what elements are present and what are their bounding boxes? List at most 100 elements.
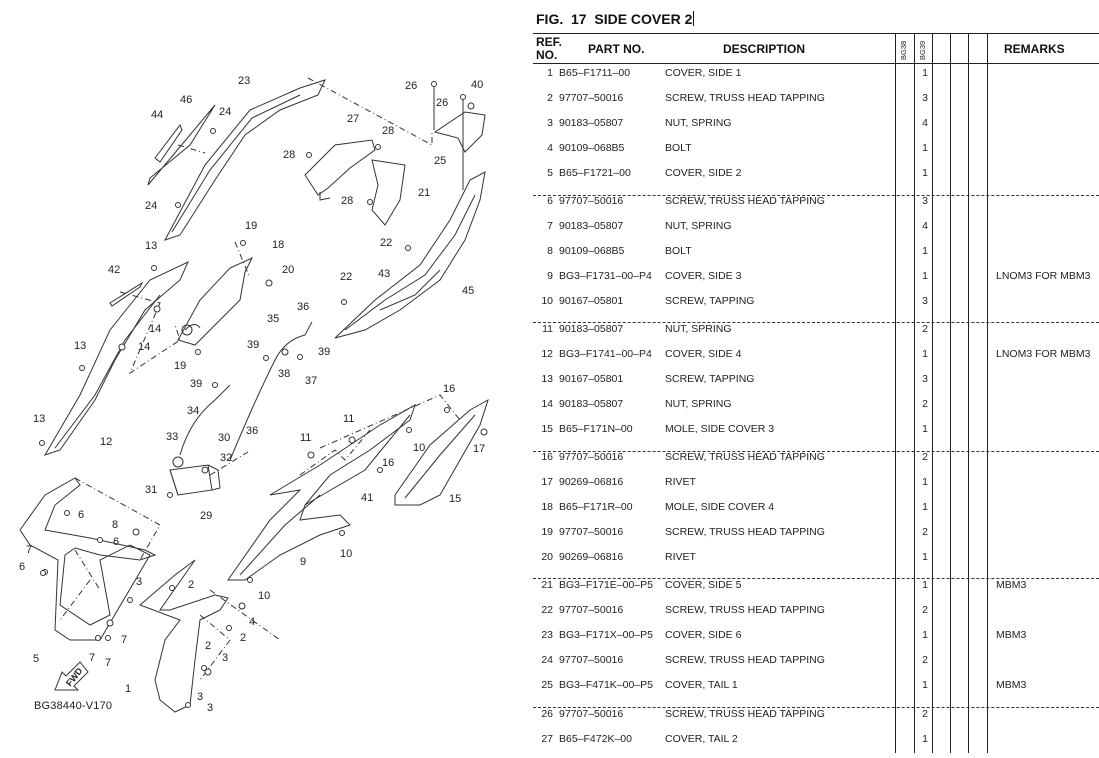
callout-label: 33 — [166, 431, 179, 443]
part-no-cell: 97707–50016 — [559, 451, 624, 463]
callout-label: 41 — [361, 492, 374, 504]
quantity-cell: 1 — [922, 348, 928, 360]
callout-label: 7 — [105, 657, 112, 669]
quantity-cell: 4 — [922, 220, 928, 232]
part-no-cell: B65–F1721–00 — [559, 167, 631, 179]
callout-label: 13 — [33, 413, 46, 425]
callout-label: 15 — [449, 493, 462, 505]
part-no-cell: BG3–F471K–00–P5 — [559, 679, 653, 691]
quantity-cell: 1 — [922, 551, 928, 563]
callout-label: 22 — [340, 271, 353, 283]
ref-no-cell: 9 — [547, 270, 553, 282]
callout-label: 2 — [188, 579, 195, 591]
callout-label: 2 — [240, 632, 247, 644]
description-cell: SCREW, TAPPING — [665, 373, 755, 385]
ref-no-cell: 20 — [541, 551, 553, 563]
fastener-marks — [39, 81, 488, 708]
ref-no-cell: 4 — [547, 142, 553, 154]
callout-label: 36 — [297, 301, 310, 313]
callout-label: 28 — [382, 125, 395, 137]
quantity-cell: 2 — [922, 451, 928, 463]
callout-label: 40 — [471, 79, 484, 91]
ref-no-cell: 10 — [541, 295, 553, 307]
callout-label: 29 — [200, 510, 213, 522]
part-molding-46 — [147, 104, 216, 186]
ref-no-cell: 15 — [541, 423, 553, 435]
diagram-drawing — [19, 77, 489, 713]
quantity-cell: 1 — [922, 167, 928, 179]
part-no-cell: 97707–50016 — [559, 526, 624, 538]
part-tail-cover-2 — [304, 139, 376, 196]
part-no-cell: 90109–068B5 — [559, 245, 625, 257]
description-cell: NUT, SPRING — [665, 117, 732, 129]
header-model-bg38: BG38 — [899, 40, 908, 60]
callout-label: 4 — [249, 616, 256, 628]
description-cell: COVER, SIDE 3 — [665, 270, 742, 282]
callout-label: 26 — [436, 97, 449, 109]
description-cell: SCREW, TRUSS HEAD TAPPING — [665, 526, 825, 538]
callout-label: 7 — [121, 634, 128, 646]
part-hose-34 — [179, 384, 231, 456]
callout-label: 25 — [434, 155, 447, 167]
callout-label: 7 — [26, 544, 33, 556]
part-no-cell: 97707–50016 — [559, 195, 624, 207]
description-cell: COVER, SIDE 5 — [665, 579, 742, 591]
ref-no-cell: 22 — [541, 604, 553, 616]
part-cover-side-3 — [227, 403, 416, 581]
column-divider — [987, 33, 988, 753]
part-no-cell: BG3–F1731–00–P4 — [559, 270, 652, 282]
text-cursor — [693, 11, 695, 26]
ref-no-cell: 8 — [547, 245, 553, 257]
callout-label: 8 — [112, 519, 119, 531]
quantity-cell: 3 — [922, 295, 928, 307]
part-no-cell: 90183–05807 — [559, 117, 624, 129]
callout-label: 7 — [89, 652, 96, 664]
callout-label: 16 — [443, 383, 456, 395]
part-no-cell: 90269–06816 — [559, 551, 624, 563]
ref-no-cell: 25 — [541, 679, 553, 691]
part-tail-cover-1 — [433, 111, 486, 153]
description-cell: NUT, SPRING — [665, 220, 732, 232]
part-no-cell: BG3–F1741–00–P4 — [559, 348, 652, 360]
ref-no-cell: 12 — [541, 348, 553, 360]
ref-no-cell: 2 — [547, 92, 553, 104]
callout-label: 28 — [283, 149, 296, 161]
quantity-cell: 2 — [922, 604, 928, 616]
callout-label: 45 — [462, 285, 475, 297]
part-no-cell: 90183–05807 — [559, 323, 624, 335]
callout-label: 6 — [78, 509, 85, 521]
callout-label: 10 — [258, 590, 271, 602]
figure-title[interactable]: FIG. 17 SIDE COVER 2 — [536, 11, 695, 27]
callout-label: 5 — [33, 653, 40, 665]
callout-label: 37 — [305, 375, 318, 387]
part-no-cell: B65–F171N–00 — [559, 423, 633, 435]
ref-no-cell: 3 — [547, 117, 553, 129]
